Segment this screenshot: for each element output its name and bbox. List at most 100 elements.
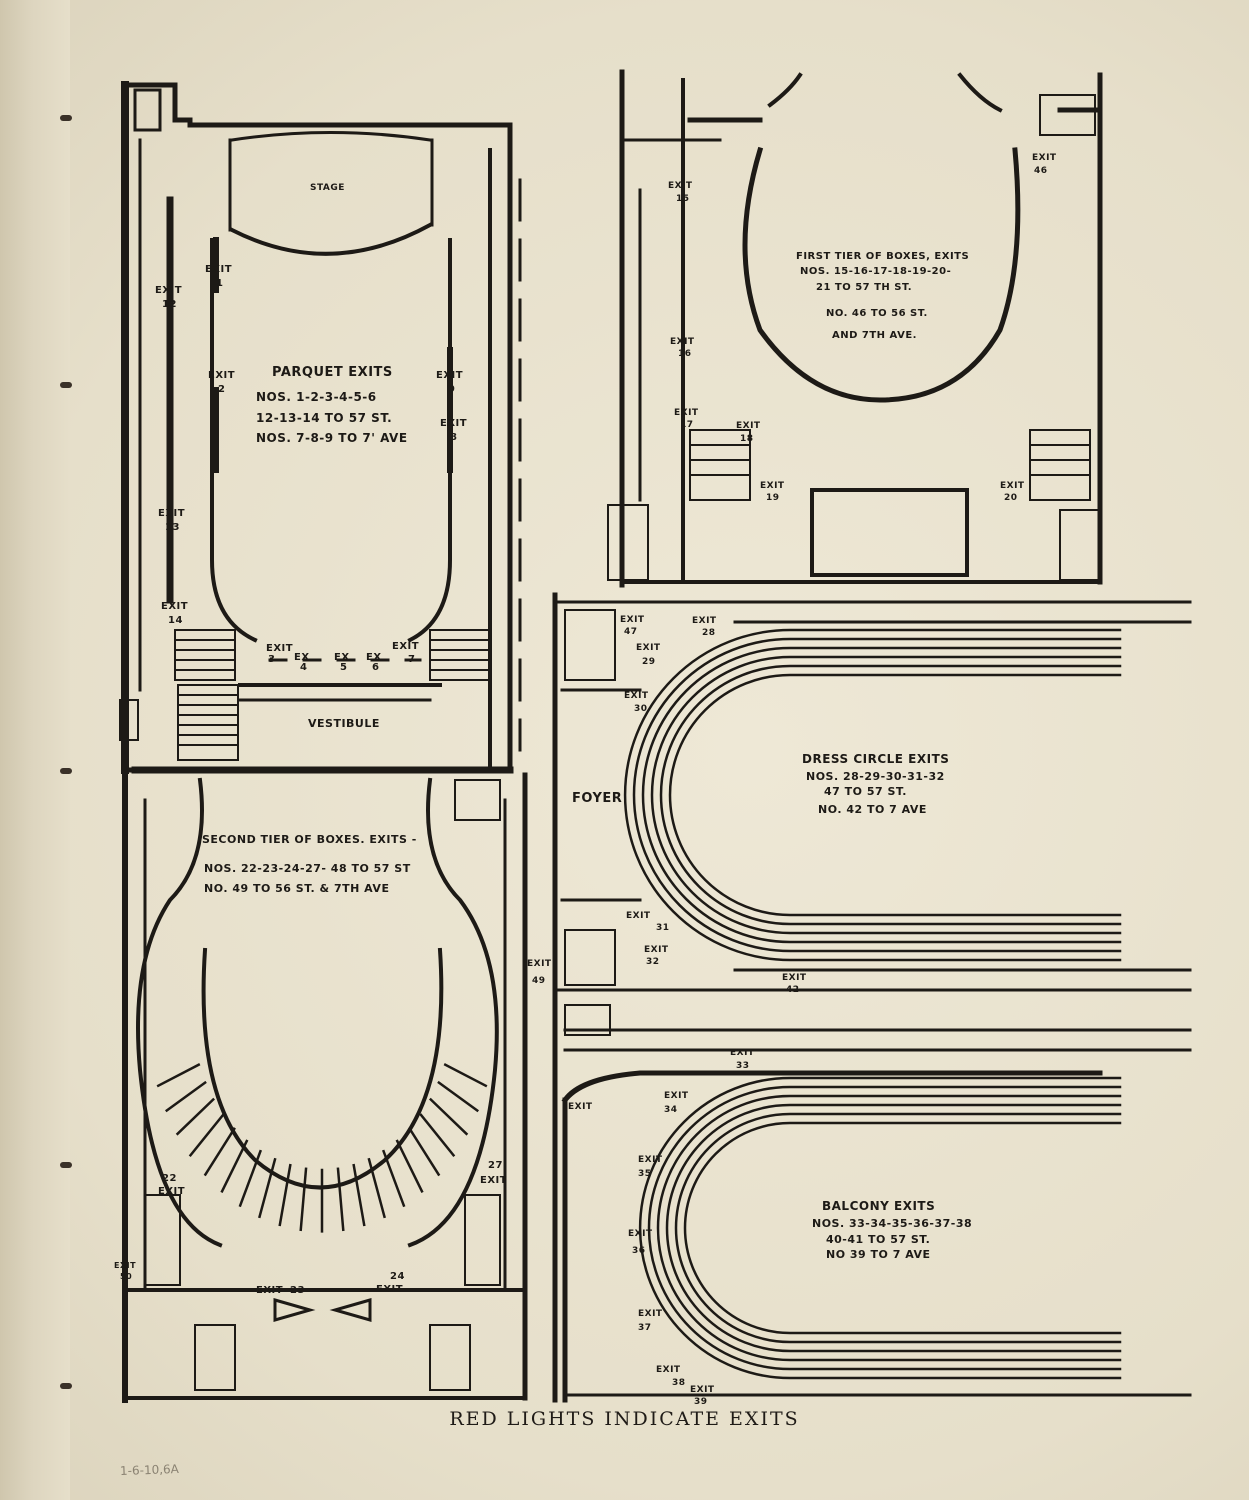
box-partition	[408, 1127, 441, 1177]
dress-circle-heading: DRESS CIRCLE EXITS	[802, 752, 949, 766]
exit-label: EXIT	[638, 1155, 663, 1165]
box-partition	[258, 1157, 277, 1219]
seating-row	[650, 655, 1122, 935]
box-partition	[299, 1167, 308, 1232]
exit-label: EXIT	[208, 370, 235, 381]
parquet-heading: PARQUET EXITS	[272, 365, 393, 380]
exit-label: EXIT	[730, 1048, 755, 1058]
exit-label: EX	[334, 652, 350, 663]
box-partition	[188, 1113, 225, 1158]
exit-label: EXIT	[392, 641, 419, 652]
exit-label: EXIT	[161, 601, 188, 612]
box-partition	[367, 1157, 386, 1219]
second-tier-line-2: NO. 49 TO 56 ST. & 7TH AVE	[204, 882, 389, 895]
exit-number: 17	[680, 420, 694, 430]
binding-staple	[60, 1162, 72, 1168]
exit-number: 50	[120, 1272, 132, 1281]
balcony-plan	[552, 997, 1192, 1403]
exit-label: EXIT	[376, 1284, 403, 1295]
exit-number: 38	[672, 1378, 686, 1388]
exit-label: EXIT	[626, 911, 651, 921]
exit-number: 33	[736, 1061, 750, 1071]
balcony-line-2: 40-41 TO 57 ST.	[826, 1233, 930, 1246]
exit-number: 1	[216, 278, 223, 289]
box-partition	[336, 1167, 345, 1232]
stage-label: STAGE	[310, 183, 345, 193]
second-tier-line-1: NOS. 22-23-24-27- 48 TO 57 ST	[204, 862, 411, 875]
first-tier-line-1: NOS. 15-16-17-18-19-20-	[800, 266, 951, 277]
box-partition	[156, 1063, 201, 1088]
exit-number: 36	[632, 1246, 646, 1256]
binding-staple	[60, 115, 72, 121]
exit-label: EXIT	[664, 1091, 689, 1101]
dress-circle-line-2: 47 TO 57 ST.	[824, 785, 907, 798]
dress-circle-line-3: NO. 42 TO 7 AVE	[818, 803, 927, 816]
exit-number: 42	[786, 985, 800, 995]
foyer-label: FOYER	[572, 791, 622, 806]
first-tier-heading: FIRST TIER OF BOXES, EXITS	[796, 251, 969, 262]
exit-label: EXIT	[480, 1175, 507, 1186]
seating-row	[623, 628, 1122, 962]
seating-row	[674, 1112, 1122, 1344]
exit-number: 19	[766, 493, 780, 503]
binding-staple	[60, 382, 72, 388]
exit-label: EX	[294, 652, 310, 663]
exit-number: 28	[702, 628, 716, 638]
exit-number: 30	[634, 704, 648, 714]
pencil-note: 1-6-10,6A	[119, 1461, 180, 1479]
exit-number: 2	[218, 384, 225, 395]
exit-number: 29	[642, 657, 656, 667]
exit-number: 12	[162, 299, 177, 310]
exit-number: 39	[694, 1397, 708, 1407]
first-tier-plan	[607, 69, 1103, 588]
box-partition	[419, 1113, 456, 1158]
exit-label: EXIT	[692, 616, 717, 626]
binding-staple	[60, 768, 72, 774]
seating-row	[647, 1085, 1122, 1371]
exit-label: EXIT	[158, 1186, 185, 1197]
exit-label: EXIT	[656, 1365, 681, 1375]
dress-circle-line-1: NOS. 28-29-30-31-32	[806, 770, 945, 783]
exit-label: EXIT	[114, 1261, 136, 1270]
exit-label: EXIT	[1032, 153, 1057, 163]
binding-gutter	[0, 0, 70, 1500]
exit-number: 27	[488, 1160, 503, 1171]
dress-circle-plan	[552, 592, 1192, 998]
balcony-line-3: NO 39 TO 7 AVE	[826, 1248, 931, 1261]
vestibule-label: VESTIBULE	[308, 717, 380, 730]
exit-number: 3	[268, 654, 275, 665]
exit-number: 13	[165, 522, 180, 533]
exit-label: EXIT	[266, 643, 293, 654]
exit-number: 34	[664, 1105, 678, 1115]
exit-label: EXIT	[690, 1385, 715, 1395]
exit-label: EXIT	[628, 1229, 653, 1239]
parquet-line-2: 12-13-14 TO 57 ST.	[256, 411, 392, 425]
seating-row	[632, 637, 1122, 953]
parquet-line-1: NOS. 1-2-3-4-5-6	[256, 390, 377, 404]
seating-row	[641, 646, 1122, 944]
second-tier-heading: SECOND TIER OF BOXES. EXITS -	[202, 833, 417, 846]
exit-label: EXIT	[527, 959, 552, 969]
exit-label: EXIT	[674, 408, 699, 418]
exit-label: EXIT	[636, 643, 661, 653]
seating-row	[668, 673, 1122, 917]
exit-number: 7	[408, 654, 415, 665]
exit-number: 9	[448, 384, 455, 395]
exit-label: EXIT	[256, 1285, 283, 1296]
box-partition	[437, 1080, 480, 1113]
box-partition	[175, 1097, 215, 1136]
box-partition	[443, 1063, 488, 1088]
seating-row	[683, 1121, 1122, 1335]
exit-label: EXIT	[644, 945, 669, 955]
seating-row	[659, 664, 1122, 926]
box-partition	[220, 1139, 249, 1194]
box-partition	[352, 1163, 366, 1227]
exit-label: EXIT	[638, 1309, 663, 1319]
box-partition	[395, 1139, 424, 1194]
seating-row	[638, 1076, 1122, 1380]
first-tier-line-2: 21 TO 57 TH ST.	[816, 282, 912, 293]
exit-label: EXIT	[668, 181, 693, 191]
exit-number: 24	[390, 1271, 405, 1282]
exit-label: EXIT	[736, 421, 761, 431]
